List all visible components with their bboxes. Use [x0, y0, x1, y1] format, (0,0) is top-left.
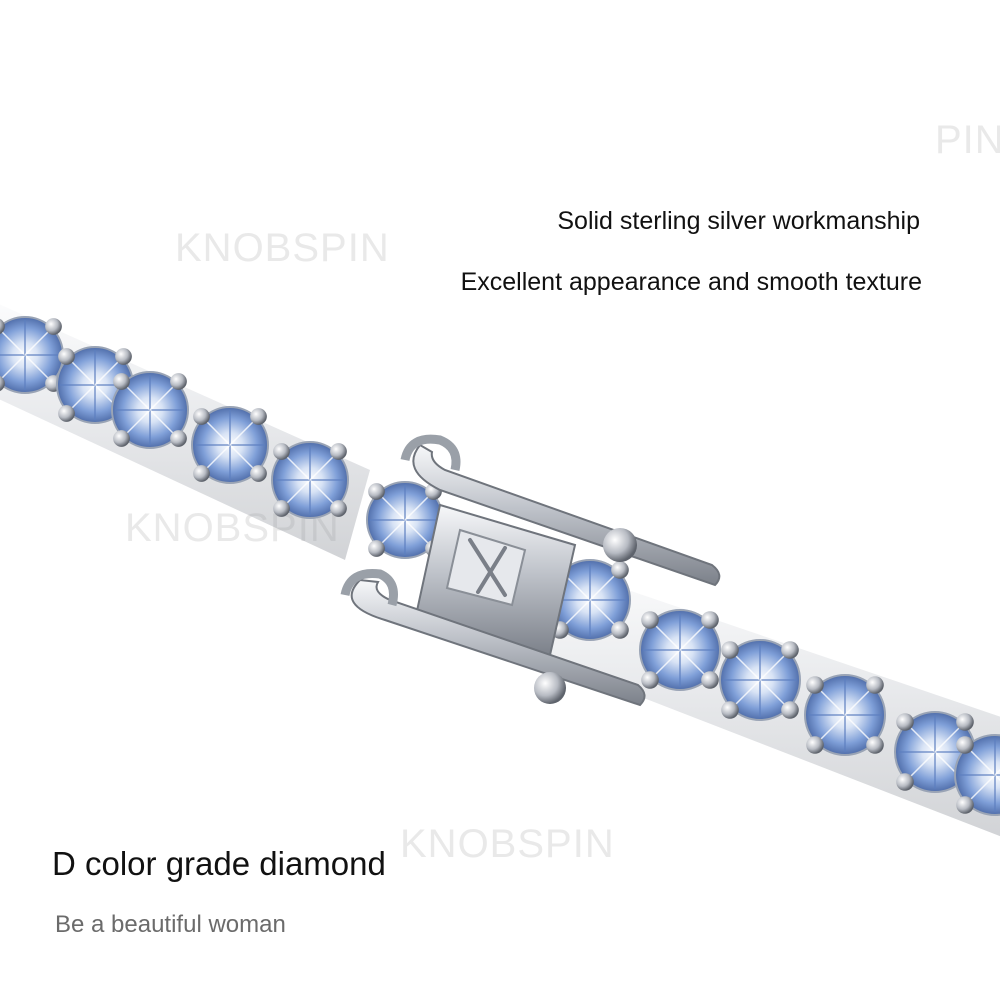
feature-line-1: Solid sterling silver workmanship [557, 207, 920, 235]
prong [781, 701, 799, 719]
prong [0, 318, 5, 335]
prong [113, 373, 130, 390]
headline: D color grade diamond [52, 845, 386, 882]
feature-line-2: Excellent appearance and smooth texture [460, 268, 922, 296]
prong [368, 483, 385, 500]
diamond-stone [719, 639, 801, 721]
prong [721, 701, 739, 719]
prong [58, 405, 75, 422]
prong [956, 796, 974, 814]
prong [866, 736, 884, 754]
prong [330, 500, 347, 517]
prong [368, 540, 385, 557]
prong [273, 500, 290, 517]
prong [170, 430, 187, 447]
prong [701, 611, 719, 629]
diamond-stone [639, 609, 721, 691]
prong [0, 375, 5, 392]
prong [45, 318, 62, 335]
prong [250, 465, 267, 482]
prong [58, 348, 75, 365]
diamond-stone [111, 371, 189, 449]
prong [806, 736, 824, 754]
prong [781, 641, 799, 659]
prong [193, 465, 210, 482]
diamond-stone [271, 441, 349, 519]
diamond-stone [804, 674, 886, 756]
prong [273, 443, 290, 460]
box-clasp [340, 434, 721, 707]
prong [115, 348, 132, 365]
diamond-stone [191, 406, 269, 484]
prong [721, 641, 739, 659]
prong [330, 443, 347, 460]
prong [193, 408, 210, 425]
prong [250, 408, 267, 425]
watermark: KNOBSPIN [175, 226, 390, 270]
prong [806, 676, 824, 694]
prong [641, 671, 659, 689]
prong [701, 671, 719, 689]
prong [896, 773, 914, 791]
prong [113, 430, 130, 447]
prong [611, 561, 629, 579]
prong [866, 676, 884, 694]
tagline: Be a beautiful woman [55, 911, 286, 938]
watermark: KNOBSPIN [400, 822, 615, 866]
prong [641, 611, 659, 629]
diamond-stone [0, 316, 64, 394]
prong [956, 736, 974, 754]
prong [170, 373, 187, 390]
diamond-stone [954, 734, 1000, 816]
watermark: PIN [935, 118, 1000, 162]
prong [896, 713, 914, 731]
prong [611, 621, 629, 639]
prong [956, 713, 974, 731]
